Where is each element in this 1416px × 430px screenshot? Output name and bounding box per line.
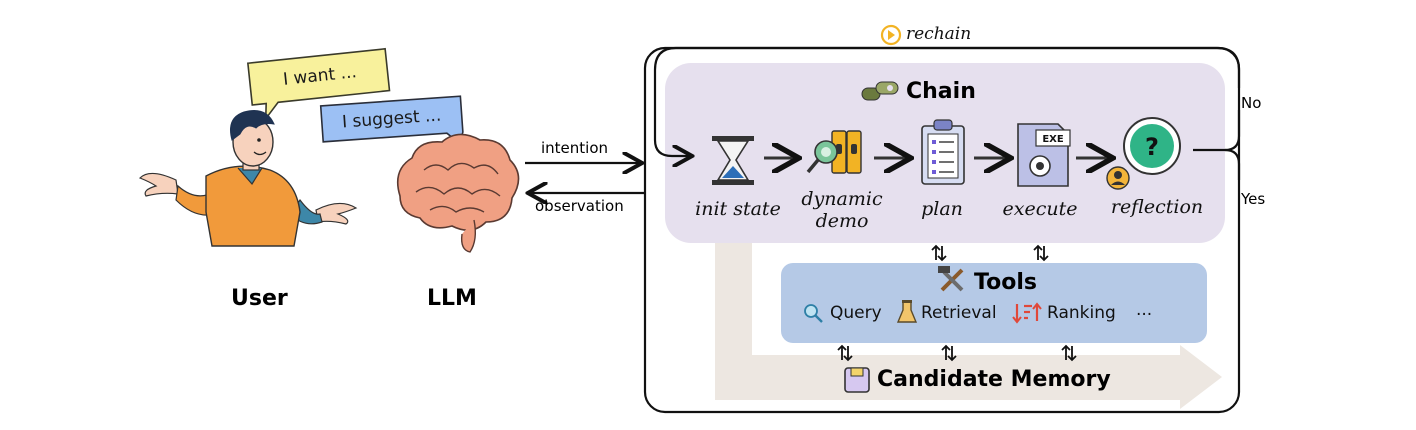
tool-retrieval-label: Retrieval — [921, 303, 997, 323]
no-label: No — [1241, 94, 1262, 112]
reflection-question-icon — [1106, 117, 1181, 190]
step-label-init-state: init state — [695, 198, 781, 220]
chain-title: Chain — [906, 79, 976, 104]
plan-clipboard-icon — [921, 119, 965, 185]
rechain-replay-icon — [880, 24, 902, 46]
rechain-label: rechain — [906, 24, 972, 44]
user-label: User — [231, 286, 288, 311]
demo-binders-icon — [806, 130, 862, 174]
intention-label: intention — [541, 139, 609, 157]
execute-badge-text: EXE — [1042, 134, 1064, 145]
reflection-badge-text: ? — [1145, 133, 1159, 161]
tools-panel — [781, 263, 1207, 343]
wrench-hammer-icon — [938, 266, 964, 292]
bidirectional-arrows — [837, 244, 1077, 362]
user-illustration — [138, 110, 358, 247]
tool-query-label: Query — [830, 303, 882, 323]
llm-label: LLM — [427, 286, 477, 311]
tool-more-label: ... — [1136, 300, 1153, 320]
search-icon — [804, 304, 823, 323]
observation-label: observation — [535, 197, 624, 215]
step-label-reflection: reflection — [1110, 196, 1204, 218]
branch-line-yes — [1224, 148, 1241, 180]
chain-link-icon — [861, 81, 899, 101]
yes-label: Yes — [1241, 190, 1266, 208]
brain-illustration — [396, 133, 520, 253]
memory-arrow — [715, 230, 1222, 409]
hourglass-icon — [712, 136, 754, 185]
rechain-loop-arrow — [653, 46, 1241, 156]
memory-floppy-icon — [844, 367, 870, 393]
step-label-dynamic-demo: dynamic demo — [801, 188, 883, 232]
step-label-plan: plan — [921, 198, 963, 220]
tools-title: Tools — [974, 270, 1037, 295]
user-speech-bubble — [246, 47, 391, 122]
tool-ranking-label: Ranking — [1047, 303, 1116, 323]
execute-file-icon — [1017, 123, 1071, 187]
step-label-execute: execute — [1002, 198, 1078, 220]
memory-title: Candidate Memory — [877, 367, 1111, 392]
flask-icon — [896, 300, 918, 323]
ranking-sort-icon — [1012, 302, 1042, 324]
